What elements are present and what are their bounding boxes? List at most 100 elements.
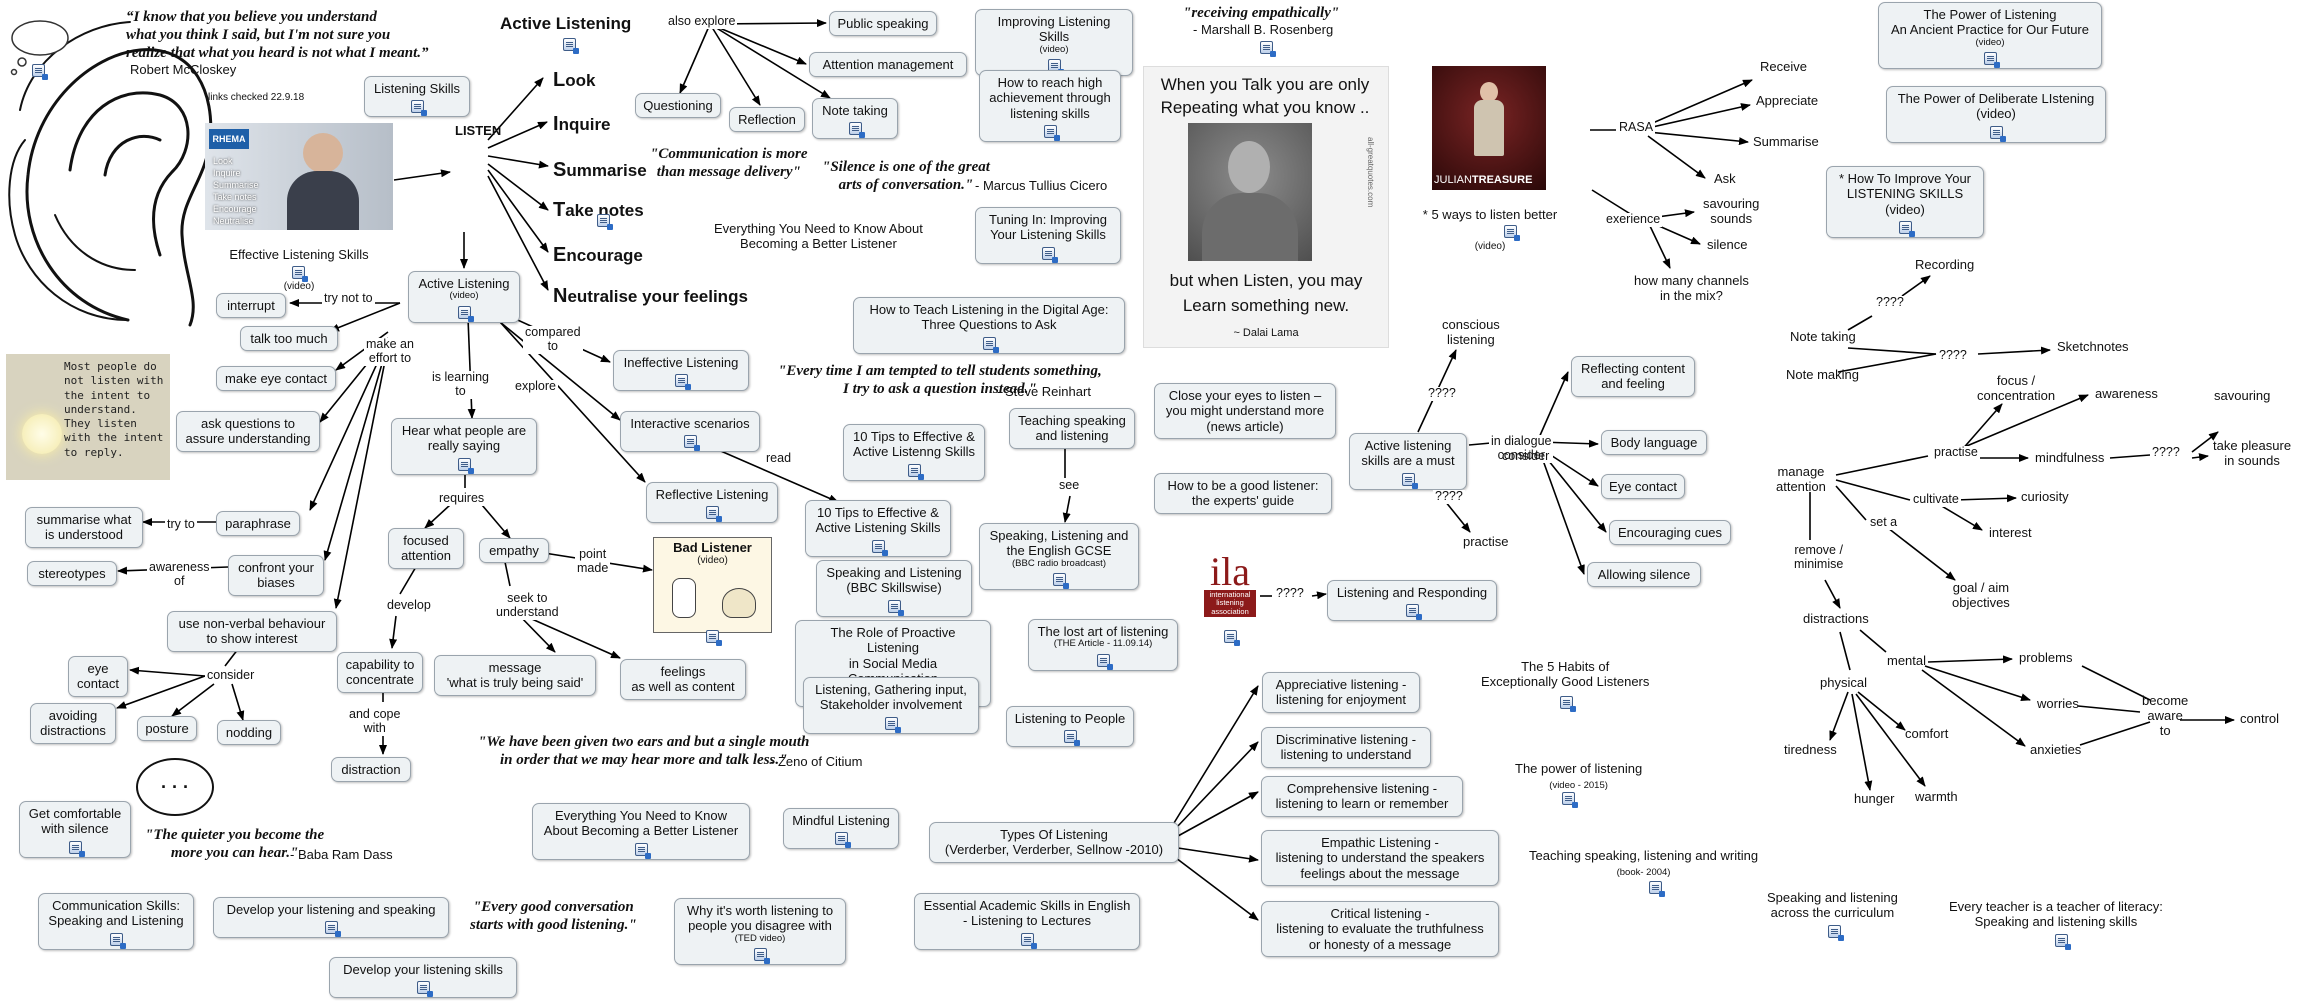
resource-icon[interactable] [635,842,651,859]
resource-icon[interactable] [417,981,433,998]
resource-icon[interactable] [1899,220,1915,237]
eye-contact-node[interactable]: eye contact [68,656,128,697]
every-teacher-title[interactable]: Every teacher is a teacher of literacy: … [1949,899,2163,929]
resource-icon[interactable] [1504,225,1520,241]
empathic-node[interactable]: Empathic Listening - listening to unders… [1261,830,1499,886]
resource-icon[interactable] [1990,125,2006,142]
ancient-practice-node[interactable]: The Power of Listening An Ancient Practi… [1878,2,2102,70]
resource-icon[interactable] [908,463,924,480]
resource-icon[interactable] [1984,52,2000,69]
effective-listening-video-thumbnail[interactable]: RHEMA Look Inquire Summarise Take notes … [205,123,393,230]
teaching-writing-title[interactable]: Teaching speaking, listening and writing… [1527,848,1760,879]
stereotypes-node[interactable]: stereotypes [27,561,117,587]
digital-age-node[interactable]: How to Teach Listening in the Digital Ag… [853,297,1125,354]
high-achievement-node[interactable]: How to reach high achievement through li… [979,70,1121,142]
resource-icon[interactable] [325,921,341,938]
resource-icon[interactable] [2055,934,2071,950]
communication-skills-node[interactable]: Communication Skills: Speaking and Liste… [38,893,194,950]
resource-icon[interactable] [110,932,126,949]
listening-responding-node[interactable]: Listening and Responding [1327,580,1497,622]
confront-biases-node[interactable]: confront your biases [228,555,324,596]
resource-icon[interactable] [458,457,474,474]
resource-icon[interactable] [597,214,613,230]
avoiding-distractions-node[interactable]: avoiding distractions [30,703,116,744]
resource-icon[interactable] [1402,472,1418,489]
resource-icon[interactable] [754,948,770,965]
paraphrase-node[interactable]: paraphrase [216,511,300,537]
lost-art-node[interactable]: The lost art of listening(THE Article - … [1028,619,1178,671]
eye-contact-r-node[interactable]: Eye contact [1601,474,1685,500]
questioning-node[interactable]: Questioning [635,93,721,119]
feelings-content-node[interactable]: feelings as well as content [620,659,746,700]
active-listening-video-node[interactable]: Active Listening(video) [408,271,520,323]
close-eyes-node[interactable]: Close your eyes to listen – you might un… [1154,383,1336,439]
teaching-speaking-node[interactable]: Teaching speaking and listening [1009,408,1135,449]
improving-skills-node[interactable]: Improving Listening Skills(video) [975,9,1133,77]
focused-attention-node[interactable]: focused attention [388,528,464,569]
resource-icon[interactable] [1021,932,1037,949]
body-language-node[interactable]: Body language [1601,430,1707,456]
resource-icon[interactable] [1406,604,1422,621]
resource-icon[interactable] [888,599,904,616]
get-comfortable-node[interactable]: Get comfortable with silence [19,801,131,858]
gathering-input-node[interactable]: Listening, Gathering input, Stakeholder … [803,677,979,734]
summarise-understood-node[interactable]: summarise what is understood [25,507,143,548]
how-to-improve-node[interactable]: * How To Improve Your LISTENING SKILLS (… [1826,166,1984,238]
active-skills-must-node[interactable]: Active listening skills are a must [1349,433,1467,490]
reflection-node[interactable]: Reflection [729,107,805,133]
attention-management-node[interactable]: Attention management [809,52,967,78]
resource-icon[interactable] [872,539,888,556]
interrupt-node[interactable]: interrupt [216,293,286,319]
ask-questions-node[interactable]: ask questions to assure understanding [176,411,320,452]
five-habits-title[interactable]: The 5 Habits of Exceptionally Good Liste… [1481,659,1650,689]
resource-icon[interactable] [1649,881,1665,897]
resource-icon[interactable] [1097,653,1113,670]
posture-node[interactable]: posture [137,716,197,742]
reflecting-content-node[interactable]: Reflecting content and feeling [1571,356,1695,397]
make-eye-contact-node[interactable]: make eye contact [216,366,336,392]
resource-icon[interactable] [458,305,474,322]
resource-icon[interactable] [32,64,48,80]
mindful-listening-node[interactable]: Mindful Listening [783,808,899,850]
critical-node[interactable]: Critical listening - listening to evalua… [1261,901,1499,957]
discriminative-node[interactable]: Discriminative listening - listening to … [1261,727,1431,768]
empathy-node[interactable]: empathy [479,538,549,564]
resource-icon[interactable] [1260,41,1276,57]
ineffective-listening-node[interactable]: Ineffective Listening [613,350,749,392]
nodding-node[interactable]: nodding [217,720,281,746]
public-speaking-node[interactable]: Public speaking [829,11,937,37]
reflective-listening-node[interactable]: Reflective Listening [646,482,778,524]
resource-icon[interactable] [1224,630,1240,646]
ila-logo[interactable]: ila international listening association [1204,552,1256,620]
bad-listener-video-thumbnail[interactable]: Bad Listener (video) [653,537,772,633]
resource-icon[interactable] [69,840,85,857]
listening-skills-node[interactable]: Listening Skills [364,76,470,118]
listening-to-people-node[interactable]: Listening to People [1006,706,1134,748]
resource-icon[interactable] [1064,730,1080,747]
resource-icon[interactable] [1044,124,1060,141]
resource-icon[interactable] [1053,573,1069,590]
resource-icon[interactable] [684,435,700,452]
develop-listening-speaking-node[interactable]: Develop your listening and speaking [213,897,449,939]
resource-icon[interactable] [849,122,865,139]
resource-icon[interactable] [1042,246,1058,263]
talk-too-much-node[interactable]: talk too much [240,326,338,352]
resource-icon[interactable] [835,832,851,849]
resource-icon[interactable] [675,374,691,391]
capability-concentrate-node[interactable]: capability to concentrate [337,652,423,693]
comprehensive-node[interactable]: Comprehensive listening - listening to l… [1261,776,1463,817]
interactive-scenarios-node[interactable]: Interactive scenarios [620,411,760,453]
speaking-across-title[interactable]: Speaking and listening across the curric… [1767,890,1898,920]
speaking-bbc-node[interactable]: Speaking and Listening (BBC Skillswise) [816,560,972,617]
resource-icon[interactable] [983,336,999,353]
resource-icon[interactable] [706,506,722,523]
types-of-listening-node[interactable]: Types Of Listening (Verderber, Verderber… [929,822,1179,863]
non-verbal-node[interactable]: use non-verbal behaviour to show interes… [167,611,337,652]
distraction-node[interactable]: distraction [331,757,411,783]
everything-node[interactable]: Everything You Need to Know About Becomi… [532,803,750,860]
note-taking-node[interactable]: Note taking [812,98,898,140]
power-of-listening-title[interactable]: The power of listening(video - 2015) [1513,761,1644,792]
ten-tips-a-node[interactable]: 10 Tips to Effective & Active Listenng S… [843,424,985,481]
resource-icon[interactable] [411,100,427,117]
develop-listening-skills-node[interactable]: Develop your listening skills [329,957,517,999]
